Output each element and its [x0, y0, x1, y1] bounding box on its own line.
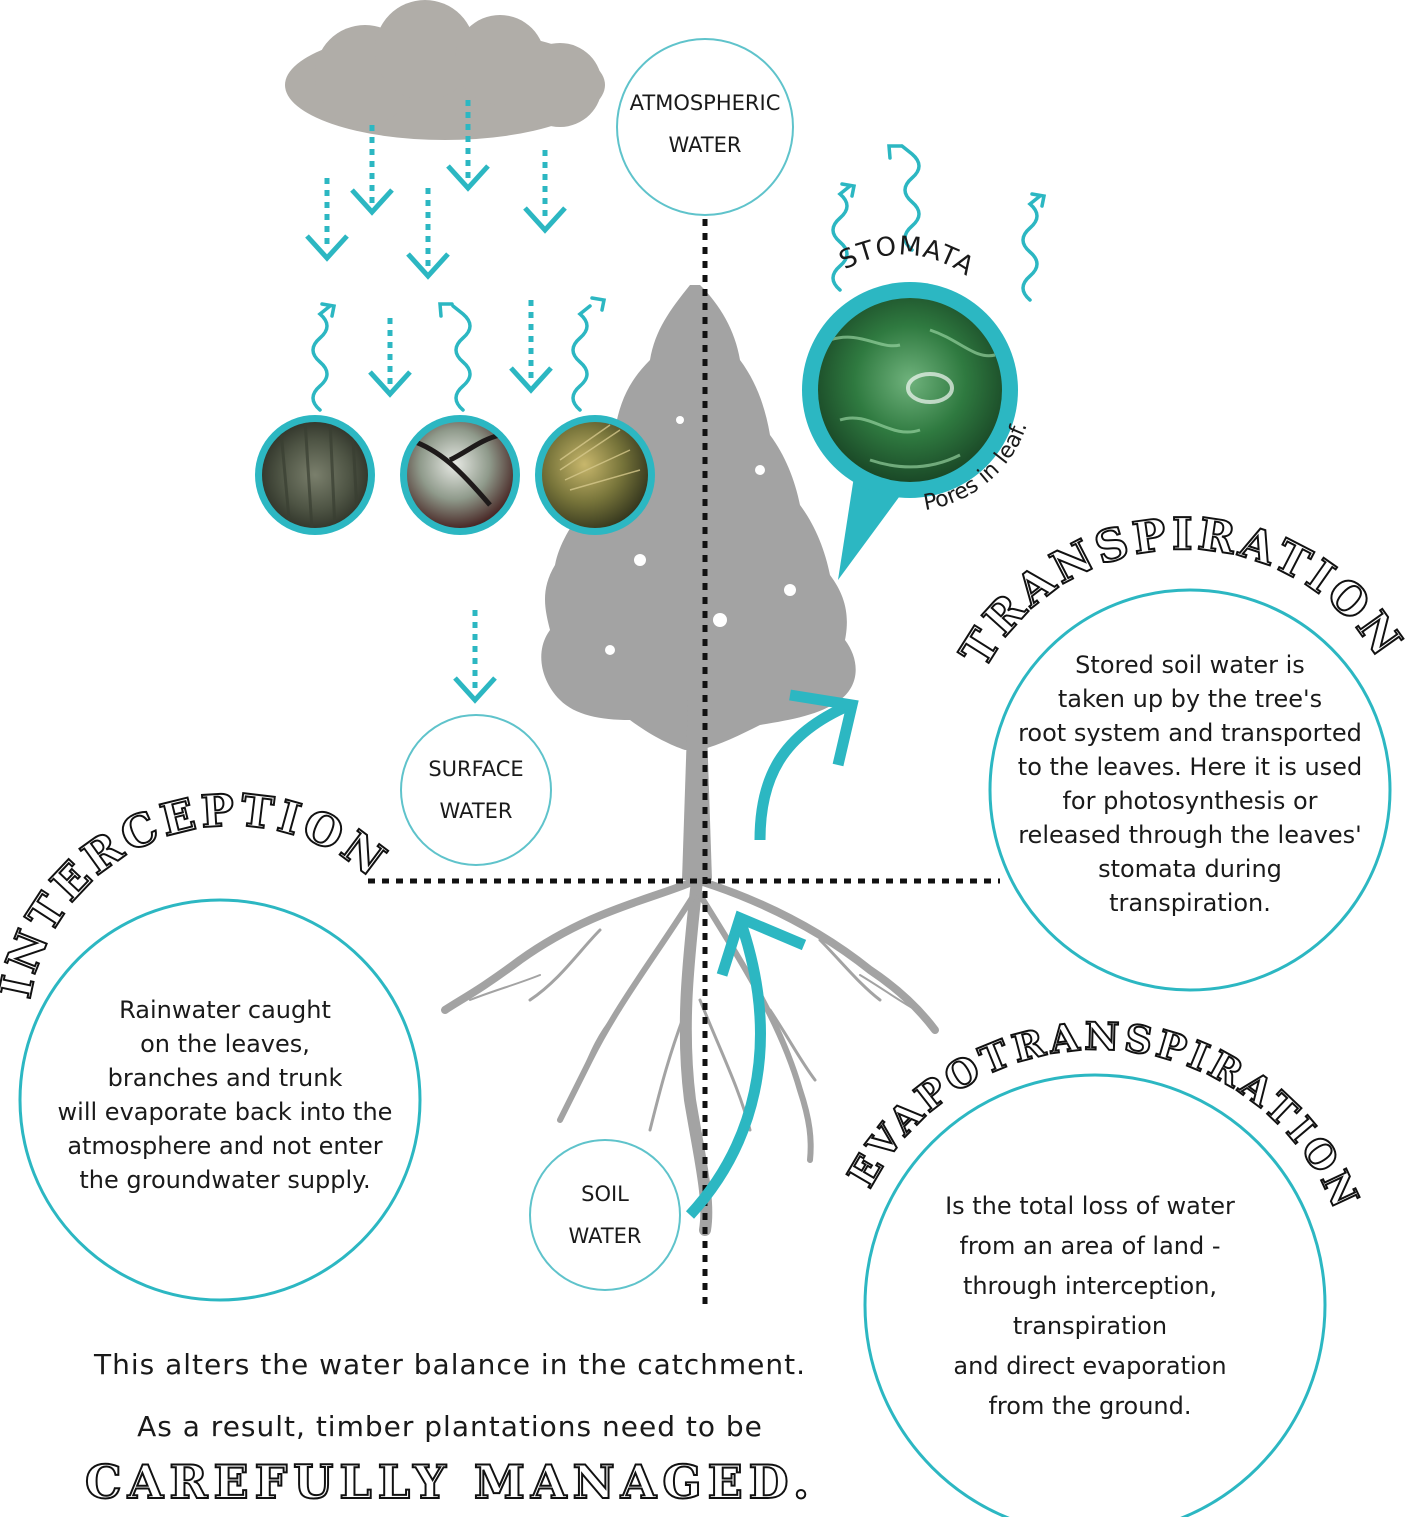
rain-arrow — [453, 610, 497, 704]
wet-branch-photo — [400, 415, 520, 535]
rain-cloud-icon — [285, 0, 605, 140]
soil-water-node — [529, 1139, 681, 1291]
stomata-label: STOMATA — [835, 231, 979, 282]
transpiration-arrow — [754, 689, 859, 841]
interception-body: Rainwater caught on the leaves, branches… — [57, 996, 393, 1194]
rain-arrow — [368, 318, 412, 398]
atmospheric-water-label: ATMOSPHERIC WATER — [629, 91, 781, 157]
surface-water-label: SURFACE WATER — [428, 757, 524, 823]
footer-line-2: As a result, timber plantations need to … — [137, 1410, 763, 1443]
rain-arrow — [305, 178, 349, 262]
leaf-stomata-photo — [829, 328, 996, 469]
rain-arrow — [350, 125, 394, 216]
dotted-axes — [368, 205, 1000, 1305]
footer-headline: CAREFULLY MANAGED. — [84, 1454, 815, 1510]
evaporation-squiggle — [571, 296, 607, 412]
evaporation-squiggle — [887, 144, 921, 252]
evapotranspiration-body: Is the total loss of water from an area … — [945, 1192, 1235, 1420]
footer-line-1: This alters the water balance in the cat… — [94, 1348, 806, 1381]
interception-heading: INTERCEPTION — [0, 784, 394, 1003]
pine-needles-photo — [535, 415, 655, 535]
transpiration-circle — [988, 588, 1392, 992]
rain-arrow — [406, 188, 450, 280]
evaporation-squiggle — [1021, 192, 1047, 302]
surface-water-node — [400, 714, 552, 866]
svg-text:INTERCEPTION: INTERCEPTION — [0, 785, 397, 1002]
evaporation-squiggle — [311, 302, 337, 412]
rain-arrow — [446, 100, 490, 192]
svg-text:STOMATA: STOMATA — [835, 231, 980, 282]
evaporation-squiggle — [831, 182, 857, 292]
rain-arrow — [523, 150, 567, 234]
atmospheric-water-node — [616, 38, 794, 216]
rain-arrow — [509, 300, 553, 394]
interception-circle — [18, 898, 422, 1302]
transpiration-body: Stored soil water is taken up by the tre… — [1017, 651, 1363, 917]
soil-water-label: SOIL WATER — [568, 1182, 642, 1248]
tree-bark-photo — [255, 415, 375, 535]
rain-arrows — [305, 100, 567, 704]
root-uptake-arrow — [685, 910, 807, 1219]
evapotranspiration-circle — [863, 1073, 1327, 1517]
evaporation-squiggles — [311, 144, 1047, 412]
evaporation-squiggle — [438, 302, 472, 412]
stomata-pin — [802, 282, 1018, 580]
